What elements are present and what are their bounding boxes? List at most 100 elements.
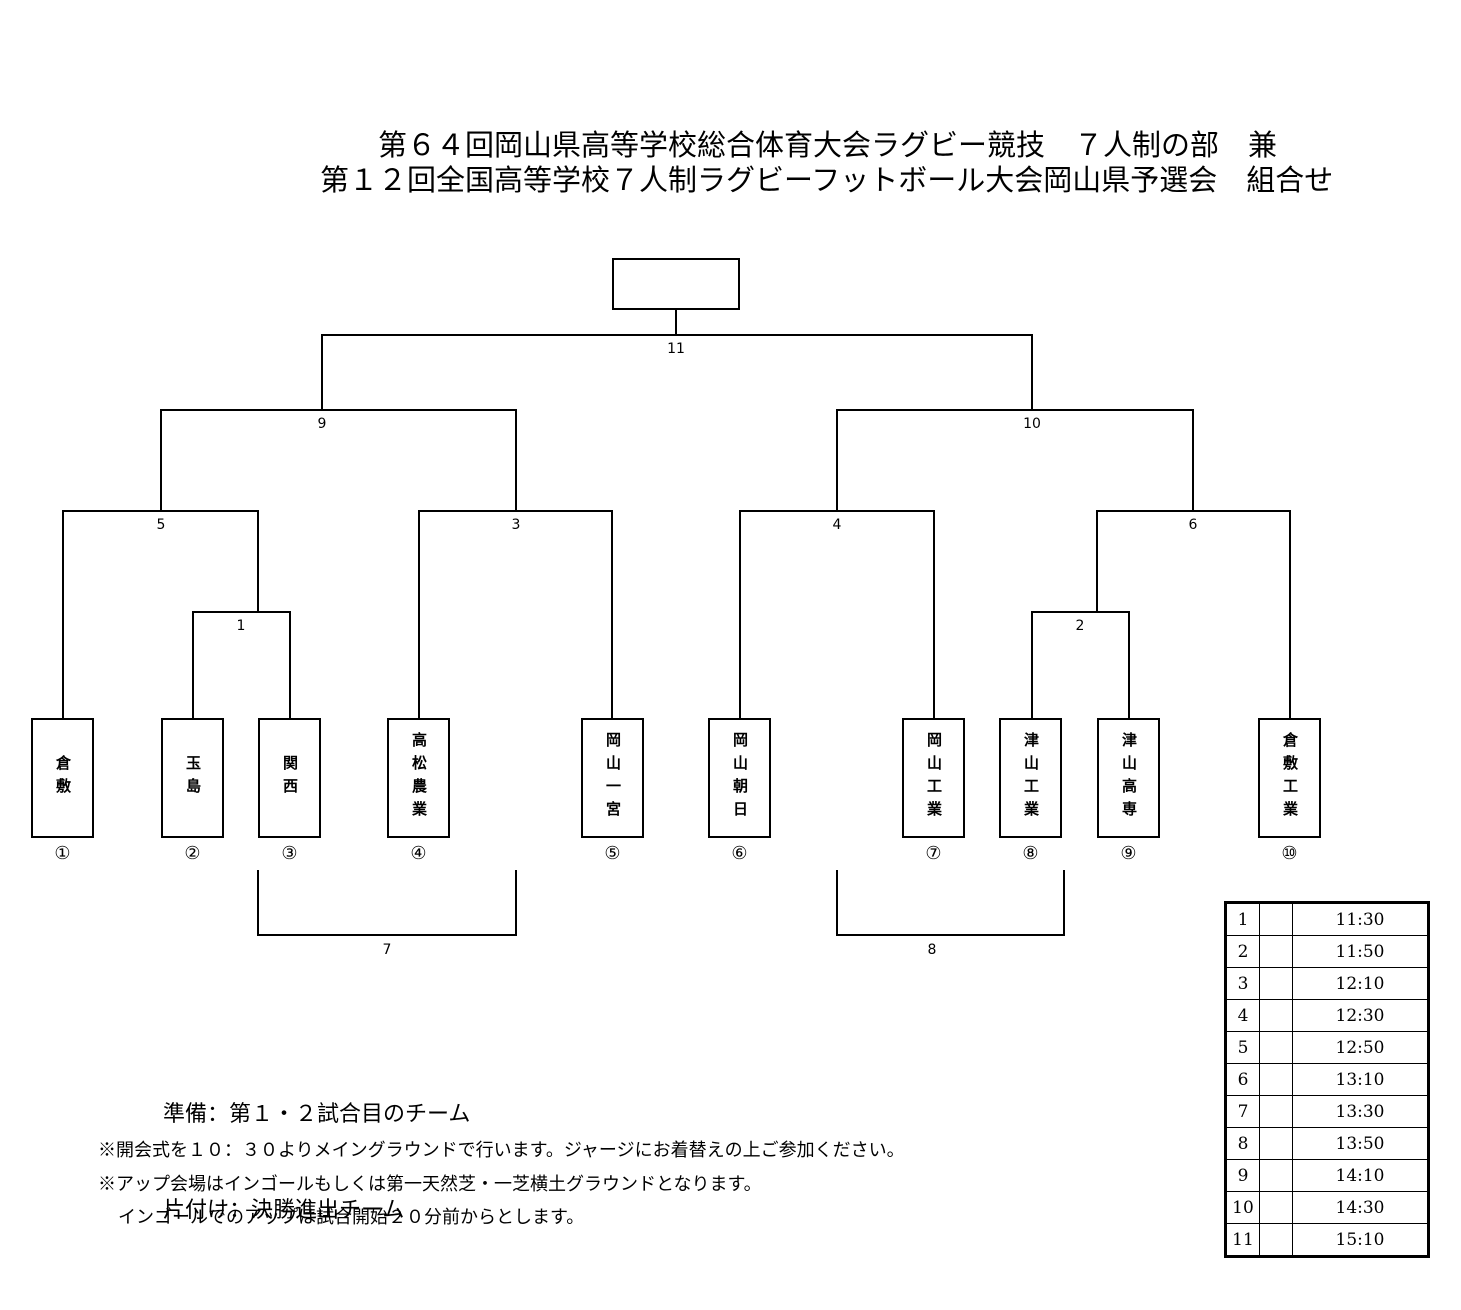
team-name: 高松農業 [410, 732, 428, 824]
title-line-1: 第６４回岡山県高等学校総合体育大会ラグビー競技 ７人制の部 兼 [378, 128, 1278, 162]
seed-number: ③ [281, 843, 298, 864]
table-row: 11 15:10 [1225, 1223, 1429, 1257]
table-row: 10 14:30 [1225, 1191, 1429, 1224]
title-line-2: 第１２回全国高等学校７人制ラグビーフットボール大会岡山県予選会 組合せ [320, 163, 1334, 197]
match-label-2: 2 [1075, 618, 1085, 634]
blank-cell [1259, 999, 1293, 1032]
team-box: 津山工業 [999, 718, 1062, 838]
bracket-match-6 [1096, 510, 1291, 718]
match-label-6: 6 [1188, 517, 1198, 533]
table-row: 3 12:10 [1225, 967, 1429, 1000]
duty-notes: 準備：第１・２試合目のチーム 片付け：決勝進出チーム [163, 1035, 470, 1259]
team-name: 関西 [281, 755, 299, 801]
team-box: 岡山工業 [902, 718, 965, 838]
match-time: 11:50 [1292, 935, 1429, 968]
match-label-3: 3 [511, 517, 521, 533]
team-box: 高松農業 [387, 718, 450, 838]
remark-opening-ceremony: ※開会式を１０：３０よりメイングラウンドで行います。ジャージにお着替えの上ご参加… [98, 1140, 905, 1161]
match-number: 10 [1225, 1191, 1260, 1224]
match-label-10: 10 [1023, 416, 1041, 432]
team-name: 玉島 [184, 755, 202, 801]
seed-number: ① [54, 843, 71, 864]
table-row: 4 12:30 [1225, 999, 1429, 1032]
bracket-match-3 [418, 510, 613, 718]
remark-warmup-time: インゴールでのアップは試合開始２０分前からとします。 [118, 1207, 585, 1228]
bracket-match-7 [257, 870, 517, 936]
prep-note: 準備：第１・２試合目のチーム [163, 1102, 471, 1127]
blank-cell [1259, 1223, 1293, 1257]
team-name: 岡山工業 [925, 732, 943, 824]
seed-number: ⑧ [1022, 843, 1039, 864]
blank-cell [1259, 967, 1293, 1000]
team-name: 岡山一宮 [604, 732, 622, 824]
blank-cell [1259, 1063, 1293, 1096]
team-name: 倉敷工業 [1281, 732, 1299, 824]
match-label-1: 1 [236, 618, 246, 634]
match-label-4: 4 [832, 517, 842, 533]
match-time: 13:30 [1292, 1095, 1429, 1128]
team-name: 岡山朝日 [731, 732, 749, 824]
match-time: 15:10 [1292, 1223, 1429, 1257]
table-row: 1 11:30 [1225, 902, 1429, 936]
seed-number: ⑥ [731, 843, 748, 864]
team-name: 津山工業 [1022, 732, 1040, 824]
match-label-5: 5 [156, 517, 166, 533]
match-time: 12:50 [1292, 1031, 1429, 1064]
bracket-match-8 [836, 870, 1065, 936]
match-number: 3 [1225, 967, 1260, 1000]
match-label-7: 7 [382, 942, 392, 958]
bracket-match-5 [62, 510, 259, 718]
blank-cell [1259, 935, 1293, 968]
match-number: 11 [1225, 1223, 1260, 1257]
table-row: 8 13:50 [1225, 1127, 1429, 1160]
team-box: 岡山一宮 [581, 718, 644, 838]
seed-number: ⑦ [925, 843, 942, 864]
match-number: 1 [1225, 902, 1260, 936]
table-row: 7 13:30 [1225, 1095, 1429, 1128]
final-winner-box [612, 258, 740, 310]
match-time: 11:30 [1292, 902, 1429, 936]
team-box: 岡山朝日 [708, 718, 771, 838]
seed-number: ⑨ [1120, 843, 1137, 864]
match-number: 4 [1225, 999, 1260, 1032]
blank-cell [1259, 1159, 1293, 1192]
seed-number: ④ [410, 843, 427, 864]
seed-number: ② [184, 843, 201, 864]
match-number: 8 [1225, 1127, 1260, 1160]
bracket-match-9 [160, 409, 517, 511]
match-number: 6 [1225, 1063, 1260, 1096]
blank-cell [1259, 902, 1293, 936]
team-box: 倉敷 [31, 718, 94, 838]
seed-number: ⑤ [604, 843, 621, 864]
blank-cell [1259, 1095, 1293, 1128]
table-row: 9 14:10 [1225, 1159, 1429, 1192]
bracket-match-10 [836, 409, 1194, 511]
match-time: 14:30 [1292, 1191, 1429, 1224]
seed-number: ⑩ [1281, 843, 1298, 864]
blank-cell [1259, 1191, 1293, 1224]
match-label-9: 9 [317, 416, 327, 432]
blank-cell [1259, 1127, 1293, 1160]
bracket-match-2 [1031, 611, 1130, 718]
team-box: 玉島 [161, 718, 224, 838]
match-label-11: 11 [667, 341, 685, 357]
match-time: 13:50 [1292, 1127, 1429, 1160]
remark-warmup-venue: ※アップ会場はインゴールもしくは第一天然芝・一芝横土グラウンドとなります。 [98, 1174, 762, 1195]
bracket-match-1 [192, 611, 291, 718]
match-label-8: 8 [927, 942, 937, 958]
team-name: 津山高専 [1120, 732, 1138, 824]
match-number: 2 [1225, 935, 1260, 968]
blank-cell [1259, 1031, 1293, 1064]
match-number: 7 [1225, 1095, 1260, 1128]
match-time: 14:10 [1292, 1159, 1429, 1192]
bracket-match-4 [739, 510, 935, 718]
match-time: 12:10 [1292, 967, 1429, 1000]
match-time: 12:30 [1292, 999, 1429, 1032]
team-box: 津山高専 [1097, 718, 1160, 838]
team-box: 関西 [258, 718, 321, 838]
match-time: 13:10 [1292, 1063, 1429, 1096]
match-number: 9 [1225, 1159, 1260, 1192]
